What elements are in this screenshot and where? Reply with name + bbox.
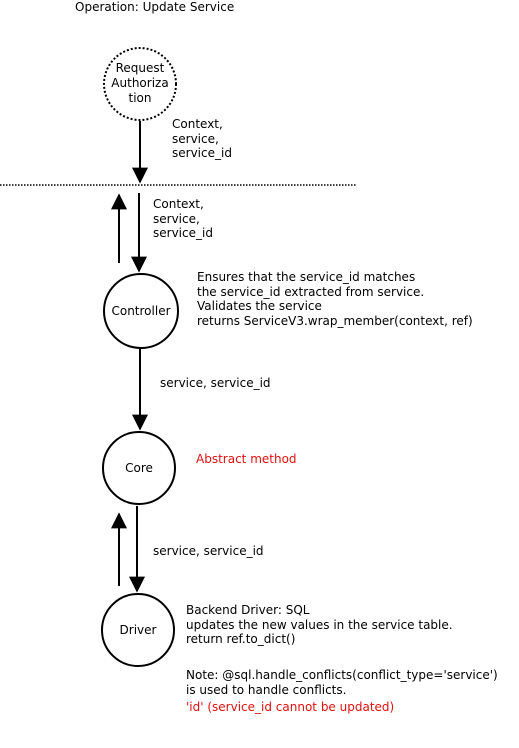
edge-label-auth-to-boundary: Context, service, service_id — [172, 117, 232, 160]
controller-node — [103, 273, 179, 349]
driver-note: Backend Driver: SQL updates the new valu… — [186, 603, 453, 646]
request-authorization-node — [103, 47, 177, 121]
diagram-title: Operation: Update Service — [75, 0, 235, 14]
driver-node — [101, 593, 175, 667]
driver-label: Driver — [119, 623, 157, 637]
driver-conflicts-note: Note: @sql.handle_conflicts(conflict_typ… — [186, 668, 498, 697]
request-authorization-label: Request Authoriza tion — [111, 61, 169, 105]
core-node — [102, 431, 176, 505]
core-note: Abstract method — [196, 452, 297, 466]
core-label: Core — [125, 461, 153, 475]
edge-label-controller-to-core: service, service_id — [160, 376, 271, 390]
edge-label-core-to-driver: service, service_id — [153, 544, 264, 558]
controller-label: Controller — [111, 304, 171, 318]
edge-label-boundary-to-controller: Context, service, service_id — [153, 197, 213, 240]
controller-note: Ensures that the service_id matches the … — [197, 270, 473, 328]
driver-id-note: 'id' (service_id cannot be updated) — [186, 700, 395, 714]
